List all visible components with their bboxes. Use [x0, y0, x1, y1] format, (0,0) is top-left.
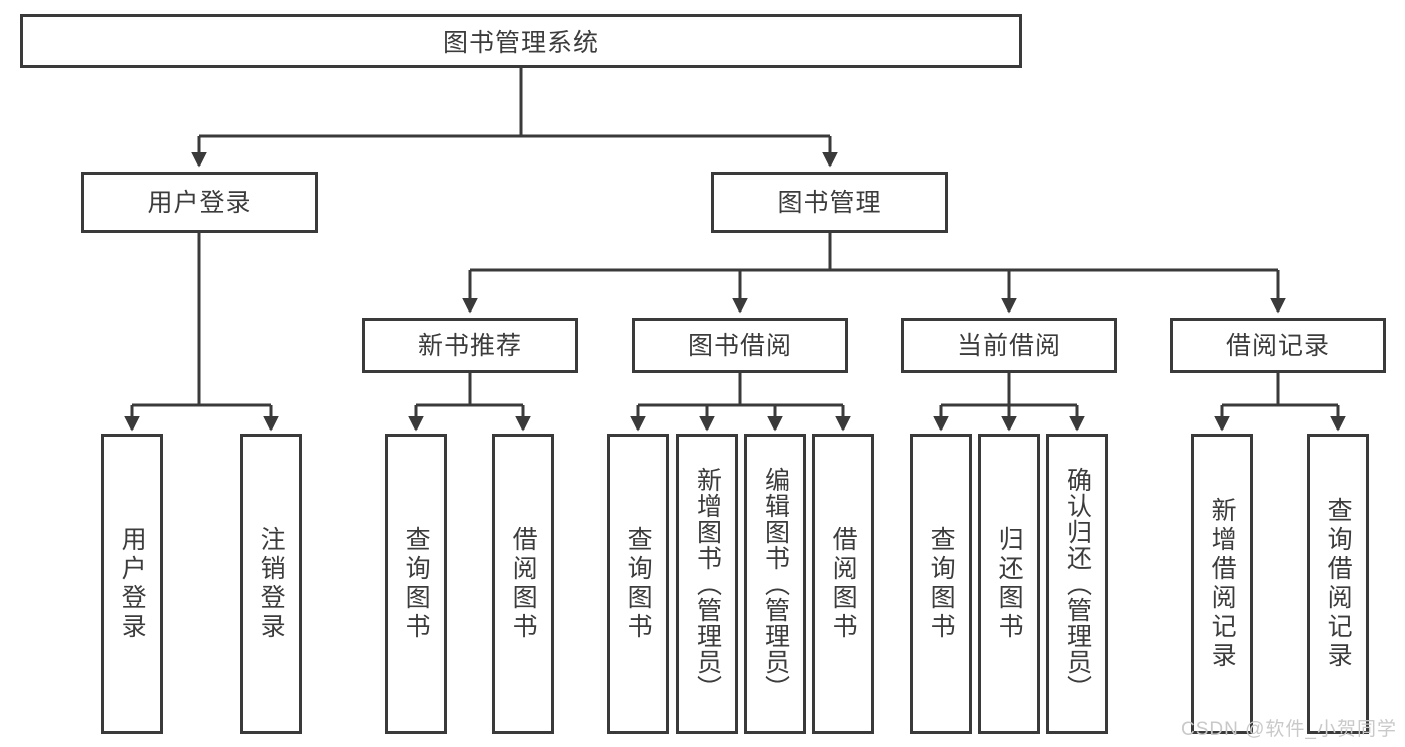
leaf-query-book-1[interactable]: 查询图书: [385, 434, 447, 734]
node-book-manage[interactable]: 图书管理: [711, 172, 948, 233]
leaf-add-book[interactable]: 新增图书（管理员）: [676, 434, 738, 734]
leaf-user-login[interactable]: 用户登录: [101, 434, 163, 734]
leaf-borrow-book-2-label: 借阅图书: [829, 526, 858, 642]
node-root-system[interactable]: 图书管理系统: [20, 14, 1022, 68]
leaf-query-book-2-label: 查询图书: [624, 526, 653, 642]
node-user-login[interactable]: 用户登录: [81, 172, 318, 233]
leaf-query-record-label: 查询借阅记录: [1324, 497, 1353, 671]
leaf-add-record[interactable]: 新增借阅记录: [1191, 434, 1253, 734]
leaf-query-book-3-label: 查询图书: [927, 526, 956, 642]
leaf-query-book-2[interactable]: 查询图书: [607, 434, 669, 734]
node-book-borrow[interactable]: 图书借阅: [632, 318, 848, 373]
leaf-add-book-label: 新增图书（管理员）: [693, 467, 722, 701]
leaf-query-book-3[interactable]: 查询图书: [910, 434, 972, 734]
node-borrow-record-label: 借阅记录: [1225, 331, 1330, 360]
leaf-borrow-book-1[interactable]: 借阅图书: [492, 434, 554, 734]
leaf-user-login-label: 用户登录: [118, 526, 147, 642]
watermark-credit: CSDN @软件_小贺同学: [1181, 719, 1397, 740]
node-new-book-recommend[interactable]: 新书推荐: [362, 318, 578, 373]
leaf-edit-book-label: 编辑图书（管理员）: [761, 467, 790, 701]
node-root-label: 图书管理系统: [442, 29, 599, 57]
leaf-query-book-1-label: 查询图书: [402, 526, 431, 642]
node-new-book-recommend-label: 新书推荐: [417, 331, 522, 360]
node-book-borrow-label: 图书借阅: [687, 331, 792, 360]
leaf-add-record-label: 新增借阅记录: [1208, 497, 1237, 671]
leaf-confirm-return-label: 确认归还（管理员）: [1063, 467, 1092, 701]
node-current-borrow-label: 当前借阅: [956, 331, 1061, 360]
node-user-login-label: 用户登录: [147, 188, 252, 217]
node-current-borrow[interactable]: 当前借阅: [901, 318, 1117, 373]
leaf-return-book[interactable]: 归还图书: [978, 434, 1040, 734]
leaf-query-record[interactable]: 查询借阅记录: [1307, 434, 1369, 734]
leaf-return-book-label: 归还图书: [995, 526, 1024, 642]
leaf-logout-login-label: 注销登录: [257, 526, 286, 642]
leaf-logout-login[interactable]: 注销登录: [240, 434, 302, 734]
leaf-edit-book[interactable]: 编辑图书（管理员）: [744, 434, 806, 734]
leaf-confirm-return[interactable]: 确认归还（管理员）: [1046, 434, 1108, 734]
node-book-manage-label: 图书管理: [777, 188, 882, 217]
node-borrow-record[interactable]: 借阅记录: [1170, 318, 1386, 373]
leaf-borrow-book-2[interactable]: 借阅图书: [812, 434, 874, 734]
leaf-borrow-book-1-label: 借阅图书: [509, 526, 538, 642]
